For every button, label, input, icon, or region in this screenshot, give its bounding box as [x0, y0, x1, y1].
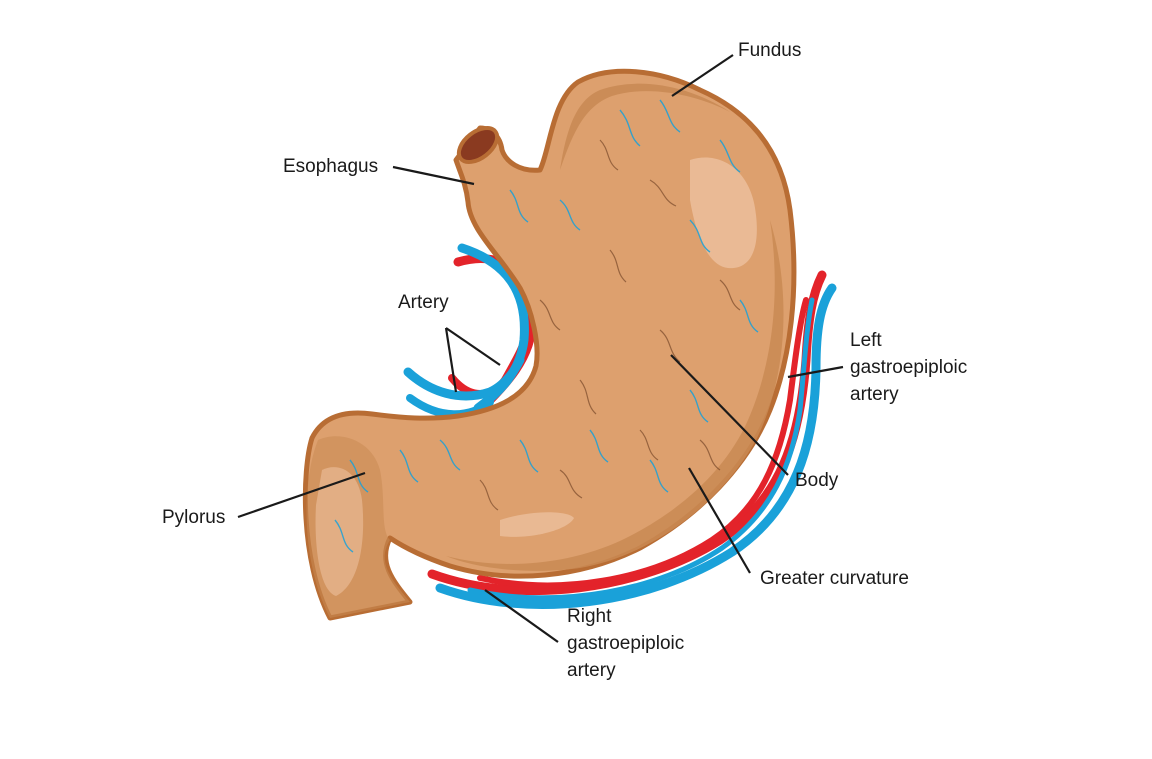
surface-veins	[334, 99, 759, 553]
mucosal-folds	[479, 139, 741, 511]
vein-blue-greater-inner	[467, 297, 815, 601]
label-artery-text: Artery	[398, 292, 449, 313]
esophagus-opening	[456, 126, 500, 164]
label-artery: Artery	[398, 289, 449, 316]
vein-blue-branch-2	[403, 355, 525, 401]
label-left-gastroepiploic-line-2: gastroepiploic	[850, 357, 968, 378]
leader-artery-2	[445, 327, 501, 366]
label-left-gastroepiploic-line-1: Left	[850, 330, 882, 351]
label-pylorus: Pylorus	[162, 504, 225, 531]
label-fundus-text: Fundus	[738, 40, 802, 61]
label-right-gastroepiploic-line-1: Right	[567, 606, 612, 627]
leader-fundus	[671, 54, 734, 97]
label-body-text: Body	[795, 470, 839, 491]
label-pylorus-text: Pylorus	[162, 507, 226, 528]
body-highlight	[500, 512, 574, 537]
artery-red-greater-inner	[477, 297, 809, 589]
label-greater-curvature: Greater curvature	[760, 565, 909, 592]
label-left-gastroepiploic: Left gastroepiploic artery	[850, 327, 967, 408]
leader-greater-curvature	[688, 467, 751, 574]
leader-esophagus	[392, 165, 475, 186]
label-fundus: Fundus	[738, 37, 801, 64]
label-greater-curvature-text: Greater curvature	[760, 568, 909, 589]
stomach	[302, 68, 797, 621]
label-right-gastroepiploic: Right gastroepiploic artery	[567, 603, 684, 684]
pylorus-highlight	[315, 467, 364, 596]
label-right-gastroepiploic-line-2: gastroepiploic	[567, 633, 685, 654]
fundus-highlight	[690, 157, 757, 269]
label-right-gastroepiploic-line-3: artery	[567, 660, 616, 681]
stomach-outline	[302, 68, 797, 621]
leader-right-gastroepiploic	[484, 589, 559, 643]
label-body: Body	[795, 467, 838, 494]
greater-curvature-vessels	[427, 270, 837, 609]
leader-left-gastroepiploic	[787, 365, 844, 379]
leader-pylorus	[237, 471, 366, 519]
label-esophagus-text: Esophagus	[283, 156, 379, 177]
leader-artery-1	[444, 327, 458, 393]
leader-lines	[237, 54, 844, 643]
leader-body	[670, 354, 789, 476]
label-left-gastroepiploic-line-3: artery	[850, 384, 899, 405]
label-esophagus: Esophagus	[283, 153, 378, 180]
vein-blue-greater	[435, 283, 837, 609]
